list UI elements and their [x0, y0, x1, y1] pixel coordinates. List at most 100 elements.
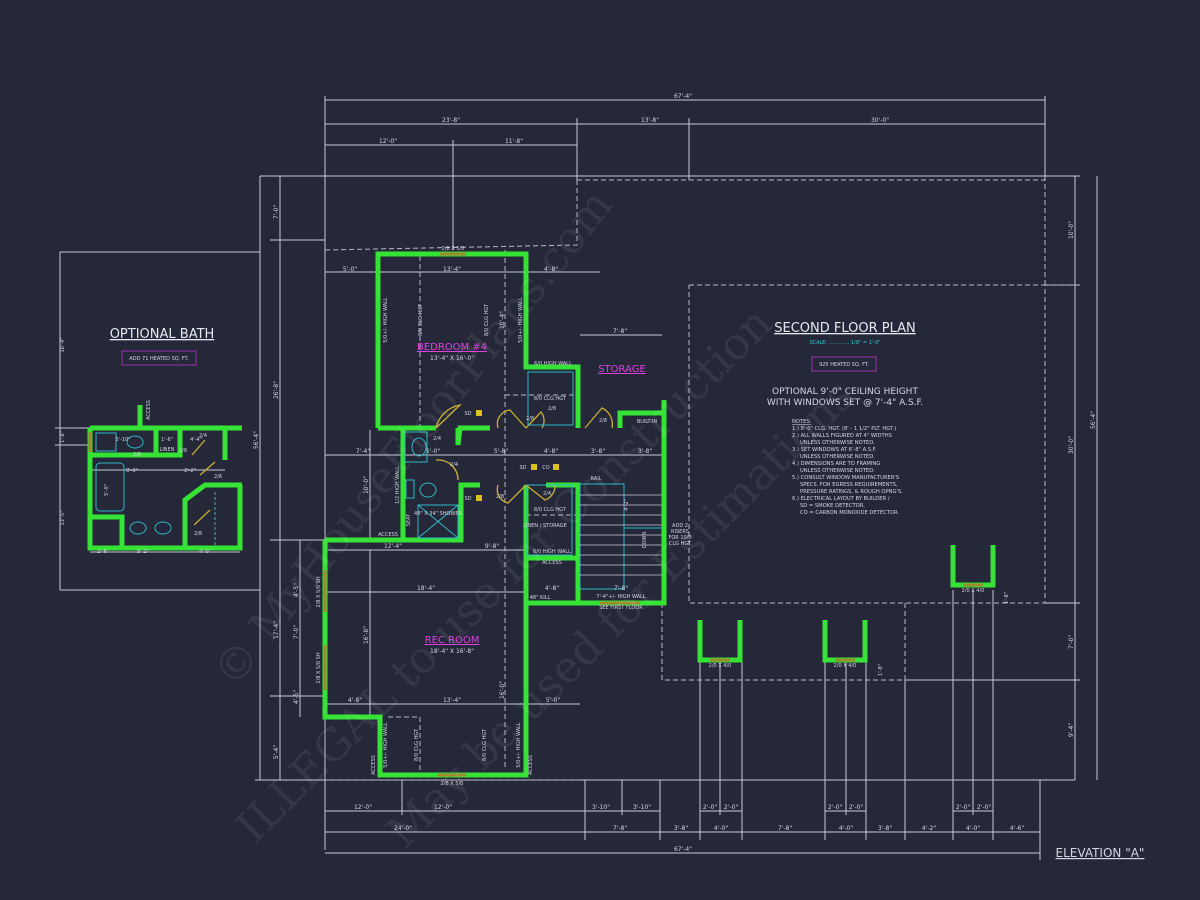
- access-label: ACCESS: [542, 560, 562, 566]
- bedroom-labels: 5'-0" 13'-4" 4'-8" 5/0+/- HIGH WALL 8/0 …: [343, 246, 646, 375]
- dim-label: 3'-8": [591, 448, 605, 455]
- linen-label: LINEN: [160, 447, 175, 453]
- door-label: 2/4: [450, 462, 458, 468]
- dimension-lines: [55, 96, 1098, 860]
- shower-label: 48" X 34" SHOWER: [414, 511, 462, 517]
- door-label: 2/8: [496, 494, 504, 500]
- plan-title-block: SECOND FLOOR PLAN SCALE: ............. 1…: [767, 321, 1145, 860]
- kill-label: 48" KILL: [530, 595, 551, 601]
- dim-label: 2'-0": [703, 804, 717, 811]
- dim-label: 16'-0": [499, 681, 506, 699]
- note-line: SD = SMOKE DETECTOR,: [800, 503, 865, 509]
- linen-storage-label: LINEN / STORAGE: [523, 523, 567, 529]
- dim-label: 7'-8": [613, 328, 627, 335]
- note-line: CO = CARBON MONOXIDE DETECTOR.: [800, 510, 899, 516]
- notes-list: 1.) 8'-0" CLG. HGT. (8' - 1 1/2" PLT. HG…: [792, 426, 903, 516]
- dim-label: 3'-8": [674, 825, 688, 832]
- dim-label: 4'-5": [293, 690, 300, 704]
- dim-label: 4'-2": [922, 825, 936, 832]
- note-line: SPECS. FOR EGRESS REQUIREMENTS,: [800, 482, 898, 488]
- dim-label: 1'-8": [878, 664, 884, 676]
- dim-label: 13'-8": [641, 117, 659, 124]
- dim-label: 4'-0": [839, 825, 853, 832]
- optional-ceiling-note: OPTIONAL 9'-0" CEILING HEIGHT: [772, 387, 918, 397]
- note-line: UNLESS OTHERWISE NOTED.: [800, 454, 875, 460]
- dim-label: 30'-0": [1068, 436, 1075, 454]
- dim-label: 7'-0": [273, 205, 280, 219]
- window-label: 2/8 X 5/0 SH: [316, 652, 322, 683]
- dim-label: 56'-4": [253, 431, 260, 449]
- riser-note: CLG HGT: [669, 541, 692, 547]
- dim-label: 5'-0": [426, 448, 440, 455]
- wall-note: 6/0 HIGH WALL: [534, 361, 572, 367]
- dim-label: 4'-0": [199, 549, 211, 555]
- dimension-labels: 67'-4" 23'-8" 13'-8" 30'-0" 12'-0" 11'-8…: [253, 93, 1097, 853]
- rail-label: RAIL: [591, 476, 602, 482]
- dim-label: 8'-0": [126, 468, 138, 474]
- dim-label: 4'-4": [190, 437, 202, 443]
- dim-label: 4'-0": [714, 825, 728, 832]
- note-line: UNLESS OTHERWISE NOTED.: [800, 440, 875, 446]
- dim-label: 17'-4": [273, 621, 280, 639]
- door-label: 2/4: [199, 433, 207, 439]
- plan-heated: 925 HEATED SQ. FT.: [819, 362, 869, 368]
- note-line: 3.) SET WINDOWS AT 6'-8" A.S.F.: [792, 447, 877, 453]
- dim-label: 13'-4": [443, 697, 461, 704]
- dim-label: 7'-8": [614, 585, 628, 592]
- access-label: ACCESS: [146, 400, 152, 420]
- room-name-storage: STORAGE: [598, 364, 646, 375]
- dim-label: 26'-8": [273, 381, 280, 399]
- dim-label: 67'-4": [674, 846, 692, 853]
- dim-label: 30'-0": [871, 117, 889, 124]
- dim-label: 2'-0": [849, 804, 863, 811]
- dim-label: 1'-6": [161, 437, 173, 443]
- dim-label: 4'-5": [293, 583, 300, 597]
- dim-label: 9'-4": [1068, 723, 1075, 737]
- seat-label: SEAT: [406, 513, 412, 526]
- dim-label: 4'-8": [545, 585, 559, 592]
- plan-title: SECOND FLOOR PLAN: [774, 321, 916, 336]
- optional-bath: OPTIONAL BATH ADD 71 HEATED SQ. FT. ACCE…: [60, 327, 222, 555]
- room-size-bedroom: 13'-4" X 16'-0": [430, 355, 474, 362]
- dim-label: 9'-8": [485, 543, 499, 550]
- access-label: ACCESS: [378, 532, 398, 538]
- dim-label: 3'-10": [592, 804, 610, 811]
- dim-label: 5'-10": [115, 437, 130, 443]
- window-label: 2/0 X 4/0: [834, 663, 857, 669]
- access-label: ACCESS: [528, 755, 534, 775]
- ceiling-note: 8/0 CLG HGT: [418, 303, 424, 336]
- dim-label: 10'-0": [363, 476, 370, 494]
- door-label: 2/8: [179, 448, 187, 454]
- dim-label: 4'-6": [1010, 825, 1024, 832]
- note-line: 6.) ELECTRICAL LAYOUT BY BUILDER /: [792, 496, 890, 502]
- ceiling-note: 8/0 CLG HGT: [414, 728, 420, 761]
- windows: [88, 252, 983, 777]
- access-label: ACCESS: [371, 755, 377, 775]
- dim-label: 10'-4": [499, 311, 506, 329]
- optional-ceiling-note: WITH WINDOWS SET @ 7'-4" A.S.F.: [767, 398, 923, 408]
- stair-direction-label: DOWN: [642, 532, 648, 549]
- wall-note: 5/0+/- HIGH WALL: [518, 297, 524, 343]
- door-swings: [191, 403, 614, 526]
- dashed-outlines: [324, 179, 1075, 781]
- dim-label: 12'-0": [434, 804, 452, 811]
- optional-bath-title: OPTIONAL BATH: [110, 327, 215, 342]
- dim-label: 1'-8": [1004, 592, 1010, 604]
- door-label: 2/4: [433, 436, 441, 442]
- dim-label: 3'-8": [638, 448, 652, 455]
- dim-label: 4'-2": [624, 499, 630, 511]
- ceiling-note: 8/0 CLG HGT: [534, 396, 567, 402]
- dim-label: 2'-6": [97, 549, 109, 555]
- dim-label: 23'-8": [442, 117, 460, 124]
- detector-co: CO: [542, 465, 549, 471]
- dim-label: 12'-4": [384, 543, 402, 550]
- dim-label: 1'-8": [60, 431, 66, 443]
- detector-sd: SD: [464, 496, 471, 502]
- note-line: 1.) 8'-0" CLG. HGT. (8' - 1 1/2" PLT. HG…: [792, 426, 896, 432]
- detectors: SD SD CO SD: [464, 410, 559, 502]
- wall-note: 5/0+/- HIGH WALL: [383, 297, 389, 343]
- dim-label: 3'-10": [633, 804, 651, 811]
- window-label: 2/8 X 5/0 SH: [316, 576, 322, 607]
